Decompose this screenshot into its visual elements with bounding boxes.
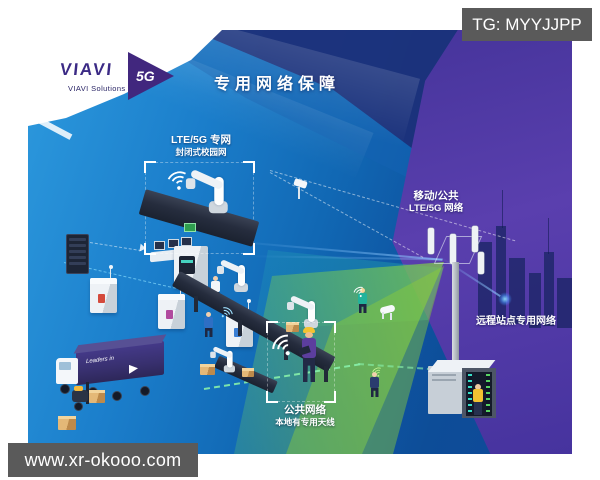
truck-logo-triangle	[129, 364, 138, 374]
website-watermark: www.xr-okooo.com	[8, 443, 198, 477]
campus-highlight-box	[138, 161, 260, 255]
cargo-box	[200, 364, 215, 375]
public-label-line1: 公共网络	[284, 404, 326, 416]
circuit-board	[184, 223, 196, 232]
engineer-figure	[358, 288, 367, 313]
skyline-building	[496, 226, 506, 322]
skyline-antenna	[502, 190, 503, 228]
wifi-icon	[162, 167, 197, 202]
skyline-building	[544, 252, 554, 326]
mobile-label-line1: 移动/公共	[413, 190, 459, 202]
robot-arm-icon	[217, 256, 260, 292]
page-title: 专用网络保障	[214, 76, 341, 93]
data-link-arrow	[89, 242, 142, 252]
telegram-watermark: TG: MYYJJPP	[462, 8, 592, 41]
mobile-label-line2: LTE/5G 网络	[408, 203, 464, 215]
viavi-logo-subtitle: VIAVI Solutions	[68, 84, 126, 93]
badge-5g-text: 5G	[136, 68, 155, 84]
truck-slogan: Leaders in	[86, 355, 115, 366]
robot-arm-icon	[210, 344, 244, 373]
public-network-highlight-box	[265, 321, 336, 403]
technician-figure	[370, 372, 379, 397]
skyline-building	[557, 278, 572, 328]
skyline-building	[509, 258, 525, 324]
signal-endpoint-glow	[498, 292, 512, 306]
wifi-icon	[265, 328, 309, 371]
campus-label-line1: LTE/5G 专网	[171, 134, 231, 146]
parts-box	[286, 322, 299, 332]
parts-box	[242, 368, 254, 377]
skyline-antenna	[548, 218, 549, 254]
worker-figure	[204, 312, 213, 337]
campus-label-line2: 封闭式校园网	[175, 147, 227, 158]
robot-arm-icon	[185, 165, 244, 214]
public-network-label: 公共网络 本地有专用天线	[240, 404, 370, 428]
viavi-logo: VIAVI	[59, 60, 115, 79]
skyline-building	[529, 273, 541, 328]
robot-arm-icon	[287, 292, 330, 328]
mobile-network-label: 移动/公共 LTE/5G 网络	[380, 190, 492, 215]
remote-label-text: 远程站点专用网络	[476, 316, 556, 327]
remote-site-label: 远程站点专用网络	[460, 316, 572, 329]
cargo-box	[58, 416, 76, 430]
public-label-line2: 本地有专用天线	[275, 417, 335, 428]
campus-network-label: LTE/5G 专网 封闭式校园网	[146, 134, 256, 158]
illustration-canvas: LTE/5G 专网 封闭式校园网	[28, 30, 572, 454]
cargo-box	[89, 390, 105, 403]
server-rack	[66, 234, 89, 274]
